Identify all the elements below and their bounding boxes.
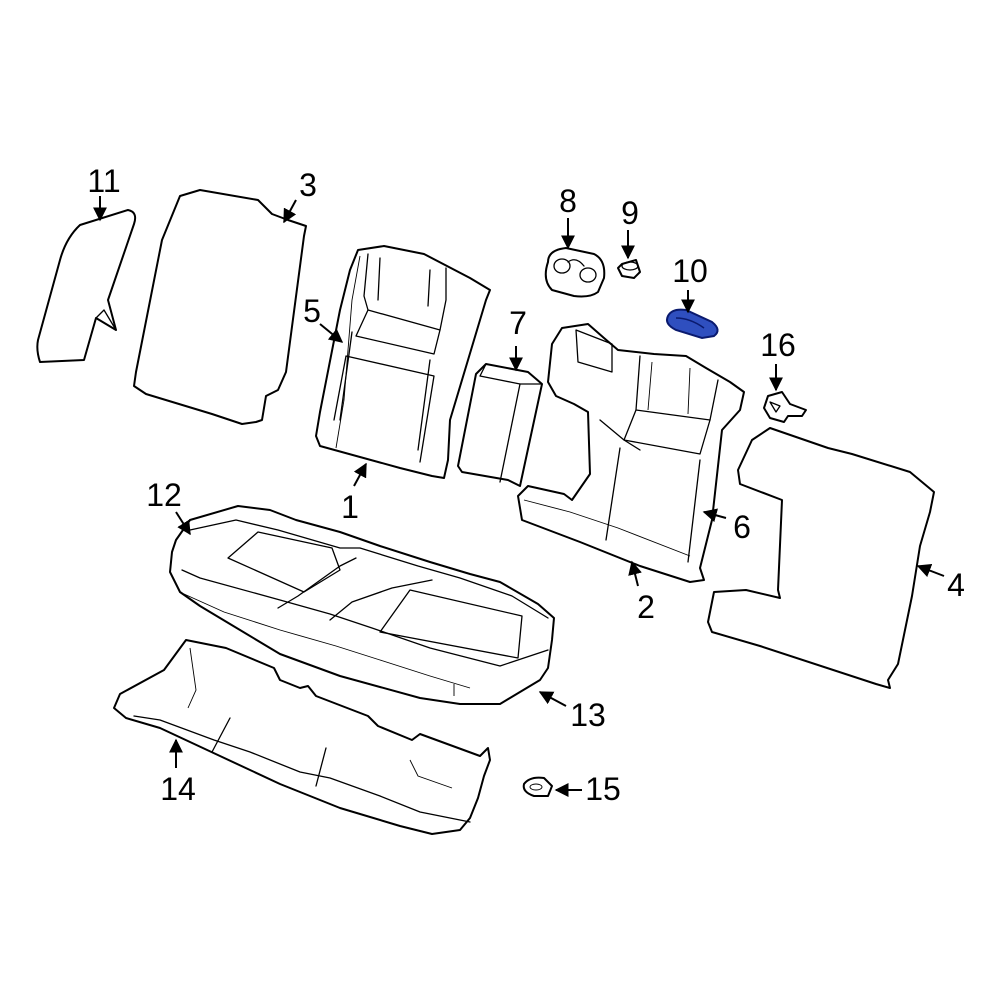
part-16-anchor-bracket[interactable] <box>763 391 807 423</box>
callout-7: 7 <box>509 305 527 341</box>
leader-2 <box>628 560 642 587</box>
part-15-clip[interactable] <box>522 776 553 797</box>
callout-10: 10 <box>672 253 708 289</box>
part-9-headrest-sleeve[interactable] <box>617 259 641 279</box>
part-12-13-seat-cushion[interactable] <box>169 505 555 705</box>
callout-labels: 11 3 5 1 8 9 10 7 16 6 2 4 12 13 14 15 <box>87 163 965 807</box>
callout-9: 9 <box>621 195 639 231</box>
callout-16: 16 <box>760 327 796 363</box>
callout-12: 12 <box>146 477 182 513</box>
part-10-latch-bezel-highlighted[interactable] <box>666 308 719 340</box>
leader-5 <box>319 323 344 343</box>
leader-3 <box>283 199 297 224</box>
callout-13: 13 <box>570 697 606 733</box>
leader-4 <box>916 563 945 578</box>
part-8-headrest-guide[interactable] <box>544 247 606 298</box>
part-2-back-cover-right[interactable] <box>517 323 745 583</box>
callout-11: 11 <box>87 163 120 199</box>
part-14-cushion-pad[interactable] <box>113 639 491 835</box>
callout-2: 2 <box>637 589 655 625</box>
callout-3: 3 <box>299 167 317 203</box>
leader-lines <box>93 196 945 797</box>
callout-8: 8 <box>559 183 577 219</box>
callout-15: 15 <box>585 771 621 807</box>
leader-13 <box>538 691 567 707</box>
callout-6: 6 <box>733 509 751 545</box>
callout-5: 5 <box>303 293 321 329</box>
callout-1: 1 <box>341 489 359 525</box>
leader-6 <box>702 508 727 523</box>
callout-4: 4 <box>947 567 965 603</box>
part-3-back-panel-left[interactable] <box>133 189 307 425</box>
leader-12 <box>175 511 191 536</box>
part-4-back-panel-right[interactable] <box>707 427 935 689</box>
part-7-center-armrest[interactable] <box>457 363 543 487</box>
part-11-side-bolster[interactable] <box>36 209 137 363</box>
part-5-back-cover-left[interactable] <box>315 245 491 479</box>
leader-1 <box>353 462 367 487</box>
callout-14: 14 <box>160 771 196 807</box>
